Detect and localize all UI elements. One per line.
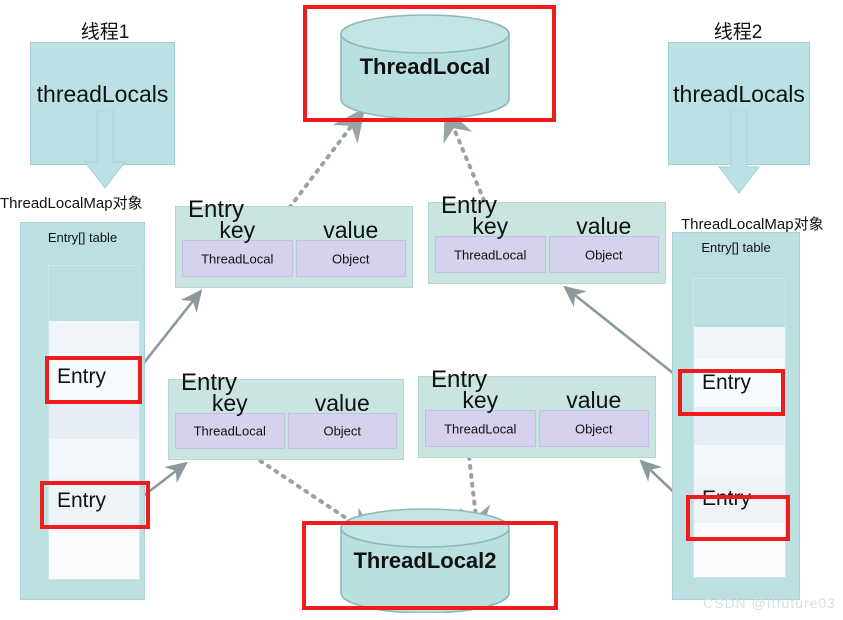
thread-1-map-label: ThreadLocalMap对象 bbox=[0, 195, 143, 212]
slot-label: Entry bbox=[57, 365, 107, 388]
entry-value-cell: value Object bbox=[295, 219, 406, 277]
entry-key-header: key bbox=[472, 213, 509, 239]
entry-key-value: ThreadLocal bbox=[193, 423, 266, 439]
list-item[interactable] bbox=[694, 445, 785, 475]
entry-value-header: value bbox=[566, 387, 622, 413]
thread-1-threadlocals-label: threadLocals bbox=[36, 81, 169, 107]
thread-1-down-arrow bbox=[84, 110, 126, 189]
list-item[interactable] bbox=[49, 321, 139, 353]
entry-card-top-left: Entry key ThreadLocal value Object bbox=[175, 198, 413, 288]
cylinder-label: ThreadLocal bbox=[359, 53, 491, 79]
list-item[interactable] bbox=[694, 407, 785, 445]
list-item[interactable] bbox=[694, 523, 785, 577]
entry-key-value: ThreadLocal bbox=[454, 247, 527, 262]
entry-value-header: value bbox=[323, 217, 379, 243]
entry-card-top-right: Entry key ThreadLocal value Object bbox=[428, 194, 666, 284]
watermark: CSDN @Itfuture03 bbox=[703, 595, 836, 611]
cylinder-shape bbox=[340, 508, 510, 614]
entry-card-title: Entry bbox=[441, 192, 498, 219]
entry-value-cell: value Object bbox=[548, 215, 659, 273]
entry-card-title: Entry bbox=[181, 369, 238, 396]
thread-2-threadlocals-label: threadLocals bbox=[673, 81, 805, 107]
entry-value-value: Object bbox=[584, 247, 623, 262]
slot-label: Entry bbox=[57, 489, 107, 512]
entry-key-header: key bbox=[219, 217, 256, 243]
entry-value-value: Object bbox=[574, 421, 613, 436]
entry-card-title: Entry bbox=[431, 366, 488, 393]
slot-label: Entry bbox=[702, 371, 752, 394]
thread-2-table-caption: Entry[] table bbox=[701, 240, 771, 255]
slot-label: Entry bbox=[702, 487, 752, 510]
entry-value-value: Object bbox=[323, 423, 362, 439]
list-item[interactable] bbox=[49, 439, 139, 477]
thread-1-table-caption: Entry[] table bbox=[47, 230, 118, 245]
entry-key-cell: key ThreadLocal bbox=[175, 392, 285, 449]
list-item[interactable] bbox=[694, 279, 785, 327]
list-item[interactable] bbox=[694, 327, 785, 359]
cylinder-threadlocal-2: ThreadLocal2 bbox=[339, 508, 511, 614]
list-item-entry-2[interactable]: Entry bbox=[694, 475, 785, 523]
list-item[interactable] bbox=[49, 525, 139, 579]
list-item-entry-1[interactable]: Entry bbox=[49, 353, 139, 401]
cylinder-label: ThreadLocal2 bbox=[353, 547, 497, 573]
thread-2-map-label: ThreadLocalMap对象 bbox=[681, 216, 824, 233]
entry-value-header: value bbox=[576, 213, 632, 239]
entry-key-cell: key ThreadLocal bbox=[435, 215, 546, 273]
entry-card-title: Entry bbox=[188, 196, 245, 223]
list-item-entry-1[interactable]: Entry bbox=[694, 359, 785, 407]
entry-key-header: key bbox=[211, 390, 248, 416]
list-item[interactable] bbox=[49, 266, 139, 321]
list-item[interactable] bbox=[49, 401, 139, 439]
entry-value-cell: value Object bbox=[287, 392, 397, 449]
entry-value-value: Object bbox=[331, 251, 370, 266]
entry-value-cell: value Object bbox=[538, 389, 649, 447]
thread-1-title: 线程1 bbox=[80, 22, 130, 43]
list-item-entry-2[interactable]: Entry bbox=[49, 477, 139, 525]
thread-2-down-arrow bbox=[718, 110, 760, 194]
thread-2-slot-stack: Entry Entry bbox=[693, 278, 786, 578]
cylinder-threadlocal-1: ThreadLocal bbox=[339, 14, 511, 120]
entry-key-value: ThreadLocal bbox=[201, 251, 274, 266]
entry-key-header: key bbox=[462, 387, 499, 413]
thread-1-slot-stack: Entry Entry bbox=[48, 265, 140, 580]
entry-card-bottom-right: Entry key ThreadLocal value Object bbox=[418, 368, 656, 458]
entry-value-header: value bbox=[314, 390, 370, 416]
entry-key-value: ThreadLocal bbox=[444, 421, 517, 436]
wire-right-slot1-to-entry bbox=[563, 285, 689, 387]
thread-2-title: 线程2 bbox=[713, 22, 763, 43]
entry-card-bottom-left: Entry key ThreadLocal value Object bbox=[168, 371, 404, 460]
cylinder-shape bbox=[340, 14, 510, 120]
entry-key-cell: key ThreadLocal bbox=[182, 219, 293, 277]
entry-key-cell: key ThreadLocal bbox=[425, 389, 536, 447]
